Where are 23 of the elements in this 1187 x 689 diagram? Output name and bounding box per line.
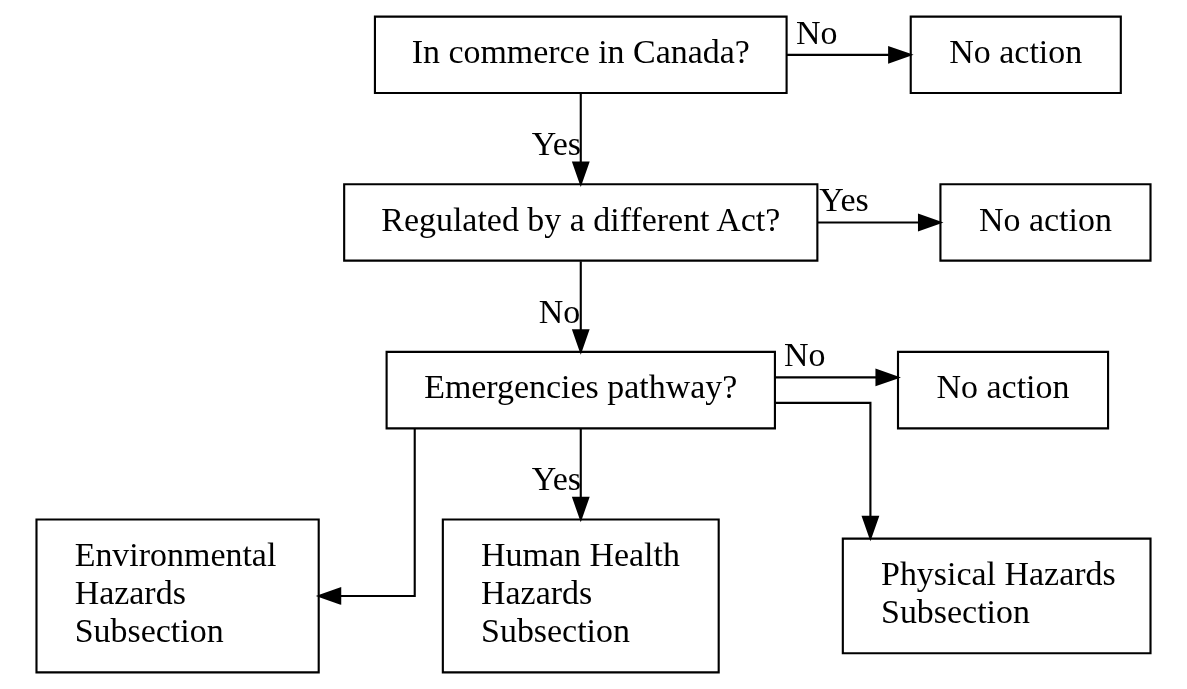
- edge-label: Yes: [819, 181, 869, 219]
- node-box: No action: [896, 350, 1110, 430]
- arrow: [315, 428, 416, 605]
- node-box: No action: [909, 15, 1122, 95]
- arrow: [775, 401, 880, 542]
- edge-label: No: [538, 292, 581, 330]
- edge-label: No: [783, 336, 826, 374]
- arrow: [775, 368, 901, 387]
- node-box: Environmental Hazards Subsection: [35, 518, 320, 674]
- node-box: In commerce in Canada?: [373, 15, 788, 95]
- arrow: [571, 428, 590, 523]
- arrow: [571, 261, 590, 355]
- arrow: [786, 45, 914, 64]
- node-box: Human Health Hazards Subsection: [441, 518, 720, 674]
- node-box: No action: [939, 183, 1152, 262]
- edge-label: No: [796, 13, 838, 51]
- edge-label: Yes: [531, 460, 582, 498]
- node-box: Physical Hazards Subsection: [841, 537, 1152, 655]
- node-box: Regulated by a different Act?: [343, 183, 819, 262]
- arrow: [817, 213, 944, 232]
- node-box: Emergencies pathway?: [385, 350, 776, 430]
- edge-label: Yes: [531, 125, 582, 163]
- arrow: [571, 93, 590, 188]
